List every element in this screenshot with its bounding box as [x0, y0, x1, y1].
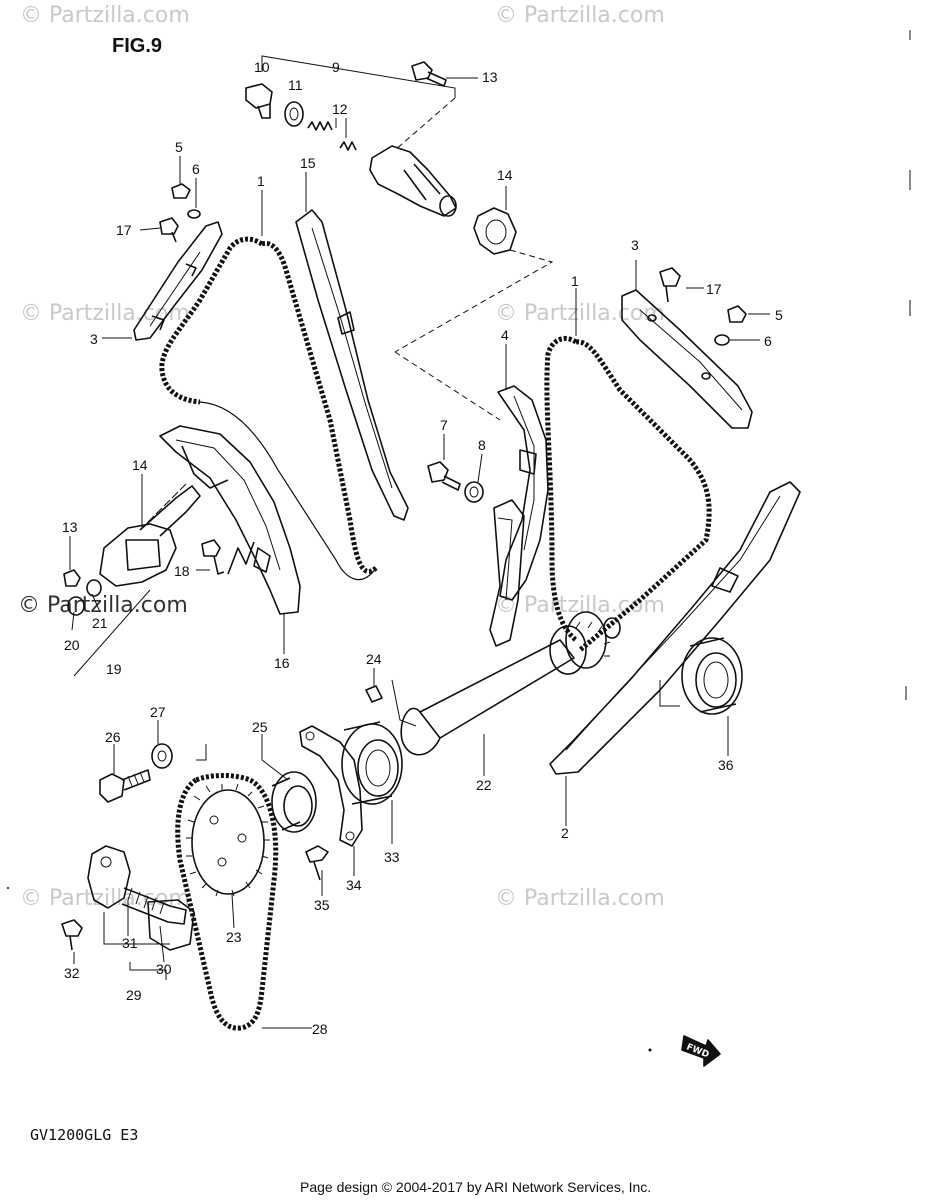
footer-copyright: Page design © 2004-2017 by ARI Network S… — [300, 1179, 651, 1195]
callout-label: 11 — [288, 77, 303, 93]
callout-label: 4 — [501, 327, 509, 343]
callout-label: 35 — [314, 897, 330, 913]
watermark: © Partzilla.com — [20, 3, 190, 28]
callout-label: 5 — [175, 139, 183, 155]
callout-label: 14 — [497, 167, 513, 183]
watermark: © Partzilla.com — [495, 886, 665, 911]
left-tensioner-assembly — [63, 474, 255, 677]
callout-label: 19 — [106, 661, 122, 677]
callout-label: 13 — [482, 69, 498, 85]
rear-tensioner-blade — [159, 425, 301, 654]
callout-label: 17 — [706, 281, 722, 297]
fwd-arrow: FWD — [648, 1035, 721, 1067]
callout-label: 2 — [561, 825, 569, 841]
callout-label: 20 — [64, 637, 80, 653]
upper-tensioner-assembly — [245, 55, 478, 217]
bearing-33 — [341, 721, 403, 844]
callout-label: 12 — [332, 101, 348, 117]
figure-title: FIG.9 — [112, 35, 162, 57]
gasket-upper — [394, 186, 554, 421]
callout-label: 14 — [132, 457, 148, 473]
callout-label: 34 — [346, 877, 362, 893]
callout-label: 1 — [571, 273, 579, 289]
screw-35 — [305, 845, 329, 896]
callout-label: 36 — [718, 757, 734, 773]
callout-label: 31 — [122, 935, 138, 951]
callout-label: 17 — [116, 222, 132, 238]
callout-label: 21 — [92, 615, 108, 631]
watermark: © Partzilla.com — [20, 886, 190, 911]
callout-label: 3 — [90, 331, 98, 347]
callout-label: 28 — [312, 1021, 328, 1037]
watermark-dark: © Partzilla.com — [18, 593, 188, 618]
callout-label: 6 — [764, 333, 772, 349]
pin-24 — [365, 668, 417, 727]
watermark: © Partzilla.com — [495, 301, 665, 326]
callout-labels: 1 1 2 3 3 4 5 5 6 6 7 8 9 10 11 12 13 13… — [62, 59, 783, 1037]
plate-34 — [299, 725, 363, 876]
callout-label: 7 — [440, 417, 448, 433]
callout-label: 24 — [366, 651, 382, 667]
callout-label: 9 — [332, 59, 340, 75]
callout-label: 16 — [274, 655, 290, 671]
callout-label: 1 — [257, 173, 265, 189]
crank-sprocket-chain — [175, 744, 312, 1031]
callout-label: 32 — [64, 965, 80, 981]
callout-label: 22 — [476, 777, 492, 793]
right-guide — [621, 260, 770, 429]
cam-shaft-22 — [400, 611, 621, 776]
seal-25 — [261, 734, 317, 833]
right-long-guide — [549, 481, 801, 826]
callout-label: 18 — [174, 563, 190, 579]
callout-label: 33 — [384, 849, 400, 865]
callout-label: 30 — [156, 961, 172, 977]
watermark: © Partzilla.com — [495, 3, 665, 28]
center-guide — [427, 344, 549, 647]
callout-label: 29 — [126, 987, 142, 1003]
watermark: © Partzilla.com — [495, 593, 665, 618]
callout-label: 27 — [150, 704, 166, 720]
callout-label: 8 — [478, 437, 486, 453]
model-code: GV1200GLG E3 — [30, 1126, 138, 1144]
bolt-26-washer-27 — [99, 720, 173, 803]
callout-label: 26 — [105, 729, 121, 745]
callout-label: 6 — [192, 161, 200, 177]
edge-marks — [7, 30, 911, 889]
left-cam-chain — [159, 190, 378, 581]
front-guide — [295, 172, 409, 521]
right-cam-chain — [544, 288, 712, 652]
left-guide — [102, 156, 223, 341]
callout-label: 3 — [631, 237, 639, 253]
callout-label: 23 — [226, 929, 242, 945]
callout-label: 15 — [300, 155, 316, 171]
lower-tensioner-assembly — [61, 845, 195, 980]
bearing-36 — [659, 637, 743, 756]
callout-label: 13 — [62, 519, 78, 535]
callout-label: 5 — [775, 307, 783, 323]
callout-label: 25 — [252, 719, 268, 735]
callout-label: 10 — [254, 59, 270, 75]
